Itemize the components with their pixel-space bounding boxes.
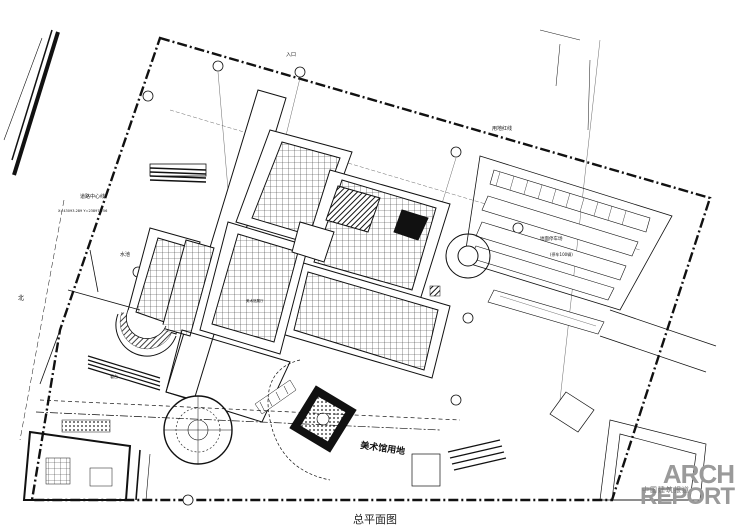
site-plan-drawing: 入口 道路中心线 X=43093.289 Y=23897.256 用地红线 地面… bbox=[3, 29, 717, 506]
southwest-buildings bbox=[22, 419, 151, 501]
label-side: 看台 bbox=[110, 373, 118, 379]
watermark-line1: ARCH bbox=[662, 459, 735, 489]
left-road bbox=[3, 29, 65, 441]
parking-lot bbox=[429, 155, 717, 373]
label-road-edge: 用地红线 bbox=[492, 125, 512, 132]
watermark-cn: 中国建筑报道 bbox=[641, 486, 690, 494]
watermark-line2: REPORT bbox=[639, 483, 735, 510]
site-boundary bbox=[30, 36, 712, 502]
label-water: 水池 bbox=[120, 251, 130, 258]
label-coords: X=43093.289 Y=23897.256 bbox=[58, 209, 107, 213]
arch-report-watermark: ARCH REPORT 中国建筑报道 bbox=[639, 459, 735, 510]
label-art-land: 美术馆用地 bbox=[360, 439, 406, 457]
main-building bbox=[125, 89, 451, 423]
label-parking: 地面停车场 bbox=[540, 235, 563, 242]
north-east-lines bbox=[539, 29, 591, 131]
sculpture-square bbox=[254, 379, 357, 453]
southeast-features bbox=[35, 359, 707, 501]
label-north: 北 bbox=[18, 294, 24, 302]
label-cluster: 美术馆展厅 bbox=[246, 298, 264, 303]
label-parking-sub: (停车100辆) bbox=[550, 251, 573, 257]
figure-caption: 总平面图 bbox=[353, 513, 397, 526]
label-road-center: 道路中心线 bbox=[80, 193, 105, 200]
west-features bbox=[39, 163, 207, 391]
label-entrance: 入口 bbox=[286, 52, 296, 58]
